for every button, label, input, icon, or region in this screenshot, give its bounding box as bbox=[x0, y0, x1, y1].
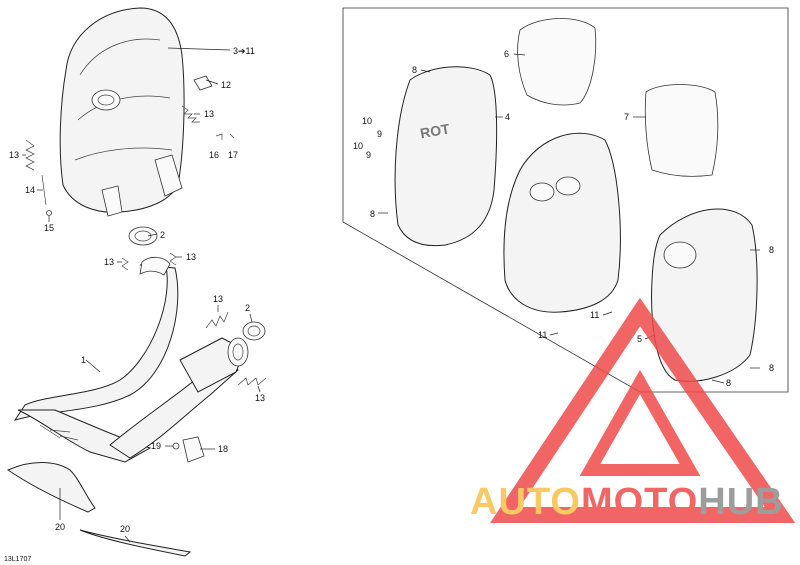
watermark-triangle bbox=[490, 297, 796, 523]
callout-13-mid-right: 13 bbox=[186, 252, 196, 262]
svg-text:ROT: ROT bbox=[419, 120, 451, 141]
callout-6: 6 bbox=[504, 49, 509, 59]
leader-lines bbox=[22, 47, 760, 543]
callout-8-b: 8 bbox=[370, 209, 375, 219]
catalytic-converter bbox=[179, 337, 249, 393]
watermark-hub: HUB bbox=[698, 481, 783, 523]
callout-8-c: 8 bbox=[769, 245, 774, 255]
watermark-moto: MOTO bbox=[581, 481, 698, 523]
callout-8-e: 8 bbox=[726, 378, 731, 388]
muffler-rear-5b bbox=[651, 208, 758, 382]
ball-joint bbox=[139, 256, 171, 276]
callout-12: 12 bbox=[221, 80, 231, 90]
callout-8-a: 8 bbox=[412, 65, 417, 75]
gasket-upper bbox=[128, 226, 158, 246]
spring-13-top bbox=[181, 105, 200, 123]
spring-13-left bbox=[25, 139, 35, 171]
callout-8-d: 8 bbox=[769, 363, 774, 373]
muffler-assembly bbox=[59, 7, 185, 217]
watermark-text: AUTOMOTOHUB bbox=[470, 481, 784, 523]
spring-13-mid-right bbox=[169, 252, 177, 266]
callout-13-top: 13 bbox=[204, 109, 214, 119]
watermark-logo: AUTOMOTOHUB bbox=[470, 297, 796, 523]
clip-16-17 bbox=[215, 133, 235, 140]
damper-18 bbox=[182, 436, 205, 463]
spring-13-lower bbox=[237, 377, 267, 386]
watermark-inner-mark bbox=[579, 369, 701, 476]
callout-18: 18 bbox=[218, 444, 228, 454]
bracket-12 bbox=[193, 75, 213, 91]
callout-16: 16 bbox=[209, 150, 219, 160]
insulation-6 bbox=[517, 18, 597, 106]
callout-4: 4 bbox=[505, 112, 510, 122]
callout-5: 5 bbox=[637, 334, 642, 344]
callout-10-b: 10 bbox=[353, 141, 363, 151]
watermark-auto: AUTO bbox=[470, 481, 581, 523]
callout-15: 15 bbox=[44, 223, 54, 233]
callout-20-lower: 20 bbox=[120, 524, 130, 534]
callout-7: 7 bbox=[624, 112, 629, 122]
callout-1: 1 bbox=[81, 355, 86, 365]
spring-13-mid-left bbox=[121, 257, 129, 271]
washer-19 bbox=[172, 442, 180, 450]
callout-13-mid-left: 13 bbox=[104, 257, 114, 267]
callout-9-a: 9 bbox=[377, 129, 382, 139]
muffler-cover-4: ROT bbox=[394, 66, 498, 247]
muffler-body-5a bbox=[503, 132, 621, 313]
diagram-code: 13L1707 bbox=[4, 556, 31, 563]
callout-13-lower: 13 bbox=[255, 393, 265, 403]
callout-ref-3-11: 3➔11 bbox=[233, 46, 255, 56]
callout-19: 19 bbox=[151, 441, 161, 451]
bolt-14 bbox=[41, 174, 47, 206]
heat-shield-20-lower bbox=[79, 529, 192, 557]
callout-labels: 3➔11 12 13 13 14 15 16 17 2 13 13 13 2 1… bbox=[4, 46, 774, 563]
callout-10-a: 10 bbox=[362, 116, 372, 126]
callout-9-b: 9 bbox=[366, 150, 371, 160]
callout-17: 17 bbox=[228, 150, 238, 160]
heat-shield-20-upper bbox=[6, 462, 96, 513]
callout-11-a: 11 bbox=[590, 310, 599, 320]
exploded-view-frame bbox=[342, 7, 789, 393]
callout-2-lower: 2 bbox=[245, 303, 250, 313]
callout-20-upper: 20 bbox=[55, 522, 65, 532]
gasket-lower bbox=[242, 321, 266, 341]
spring-13-lower-top bbox=[205, 311, 229, 329]
insulation-7 bbox=[644, 84, 719, 177]
callout-11-b: 11 bbox=[538, 330, 547, 340]
washer-15 bbox=[46, 210, 52, 216]
callout-2-upper: 2 bbox=[160, 230, 165, 240]
callout-13-left: 13 bbox=[9, 150, 19, 160]
callout-13-lower-top: 13 bbox=[213, 294, 223, 304]
callout-14: 14 bbox=[25, 185, 35, 195]
